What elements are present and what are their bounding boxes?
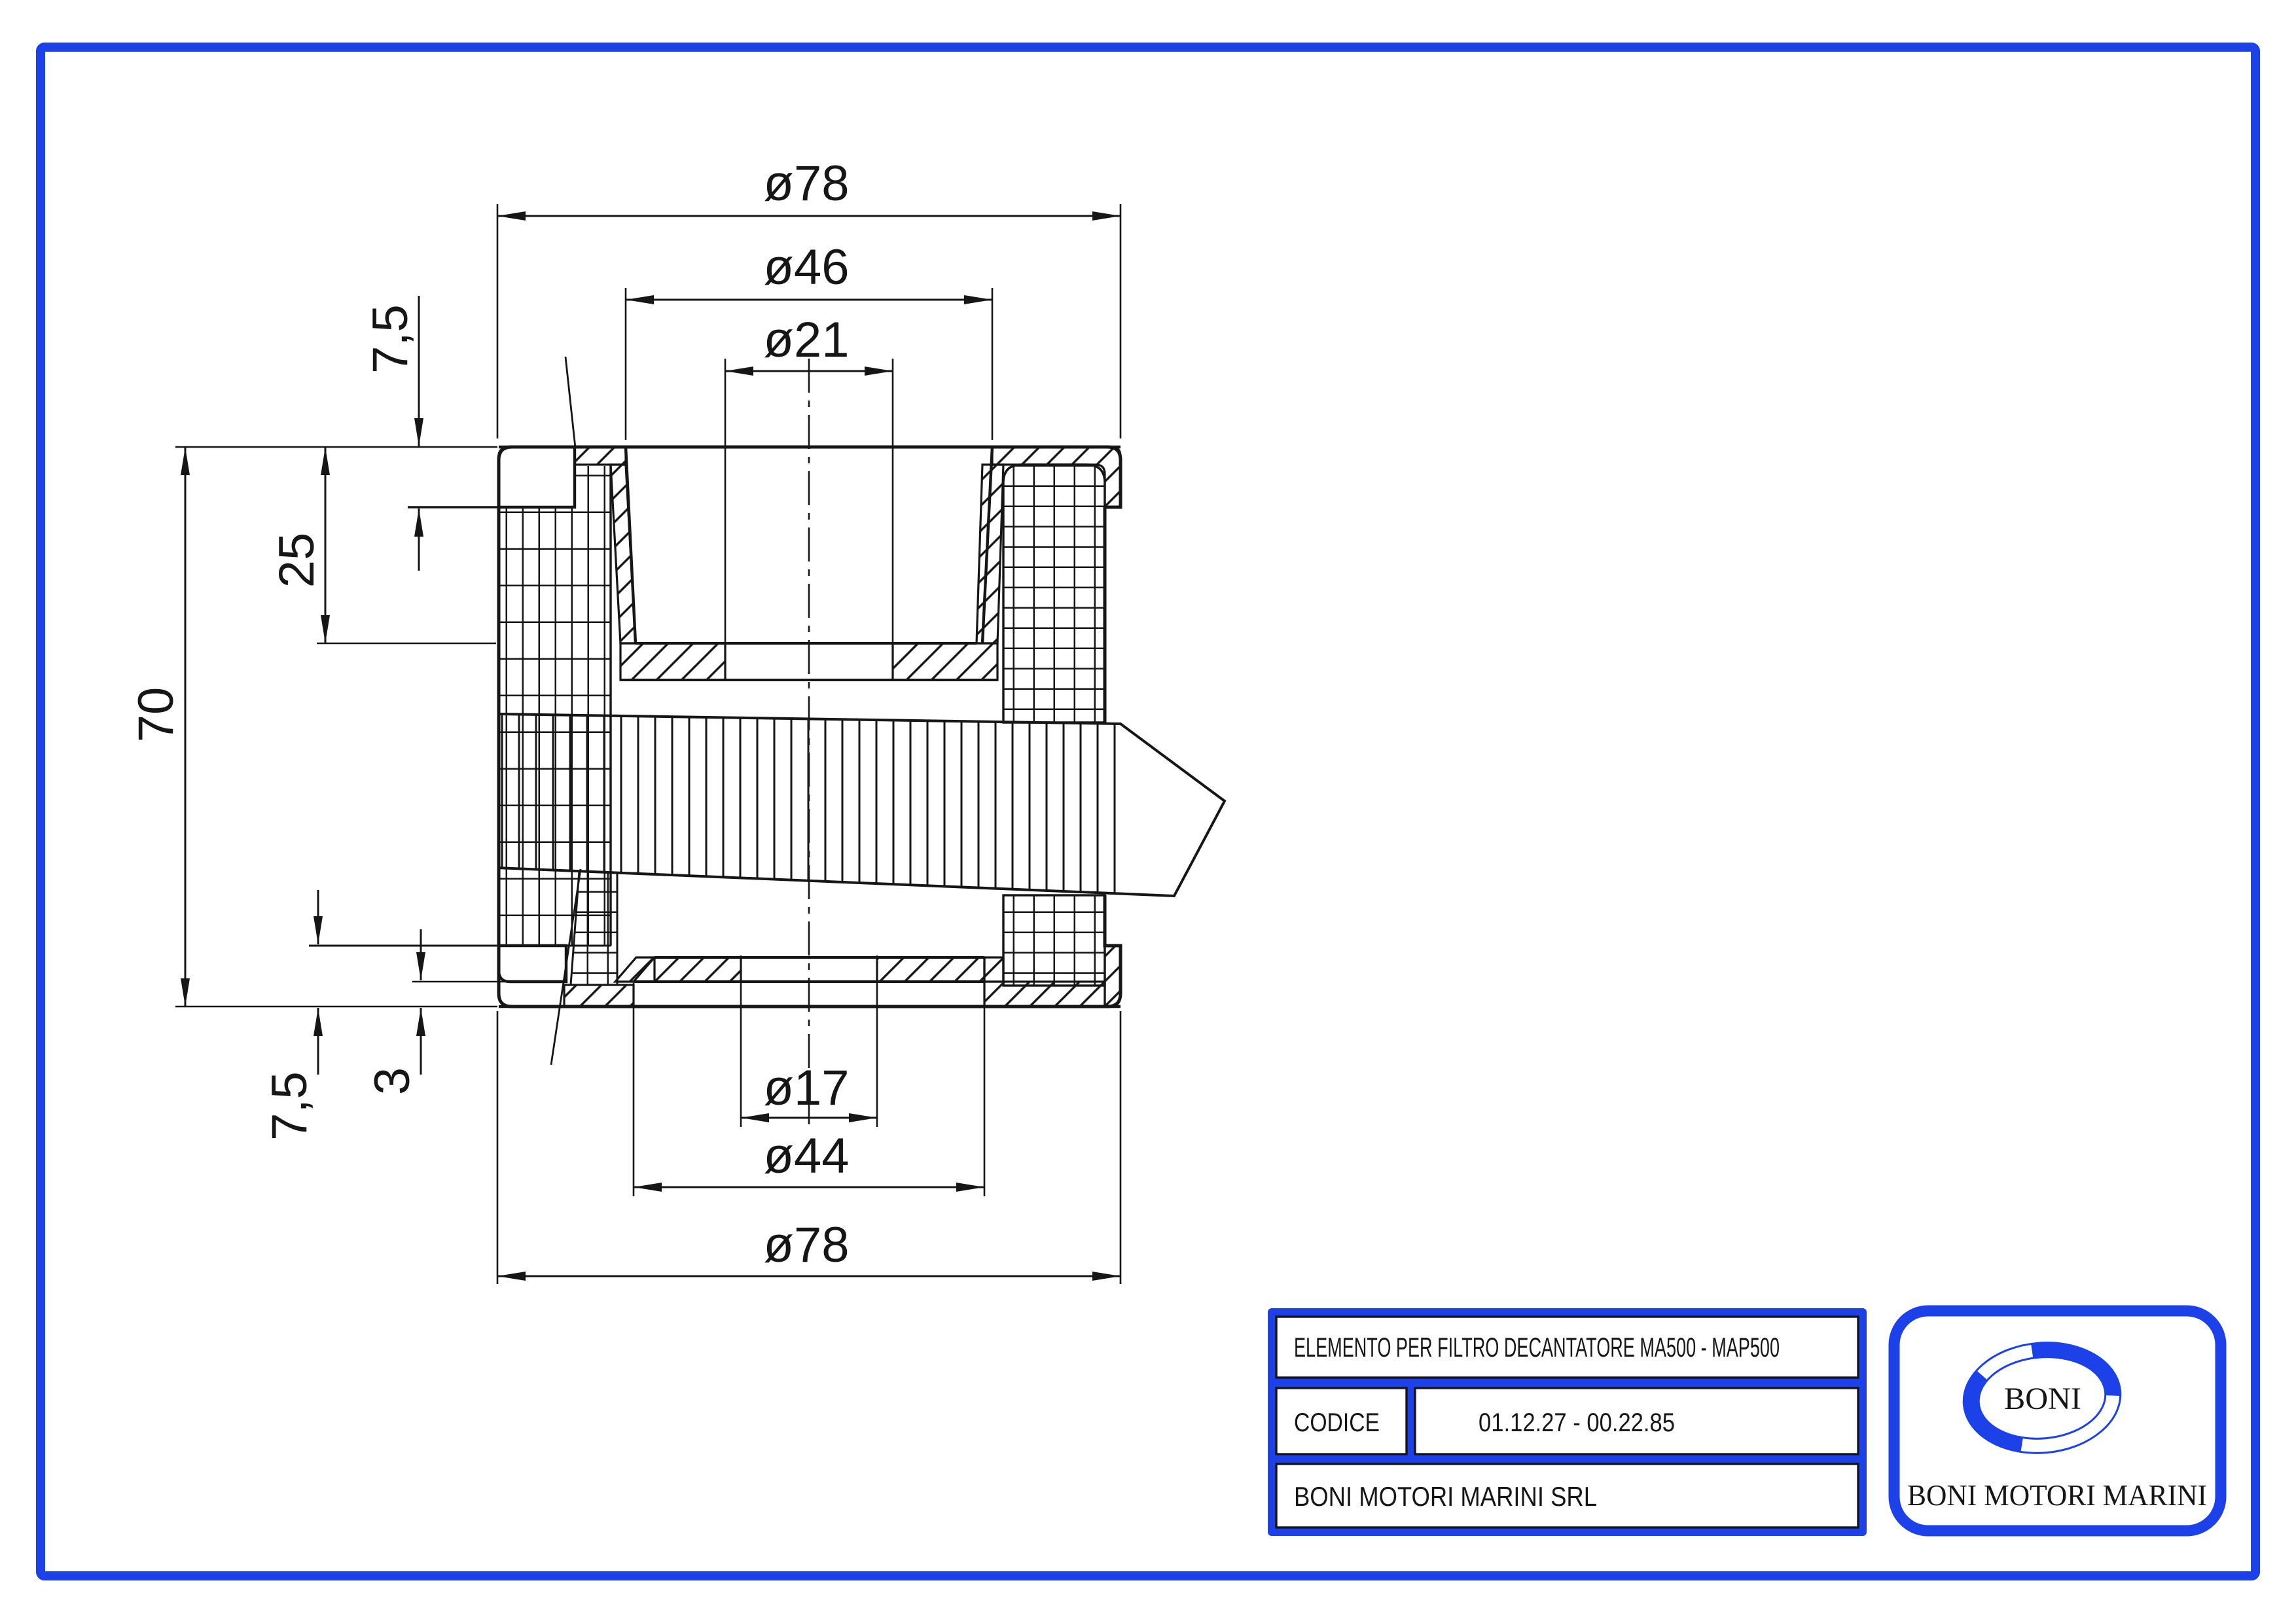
cone-outline bbox=[497, 713, 1227, 898]
body-outline bbox=[408, 445, 1122, 1008]
logo-name: BONI MOTORI MARINI bbox=[1907, 1478, 2207, 1512]
dimension-labels: ø78 ø46 ø21 7,5 25 70 3 7,5 ø17 ø44 ø78 bbox=[128, 156, 849, 1273]
dim-phi44: ø44 bbox=[764, 1128, 850, 1184]
dimensions: ø78 ø46 ø21 7,5 25 70 3 7,5 ø17 ø44 ø78 bbox=[128, 156, 1122, 1284]
drawing-title: ELEMENTO PER FILTRO DECANTATORE MA500 - … bbox=[1294, 1332, 1780, 1363]
page-border bbox=[36, 43, 2260, 1580]
title-cell bbox=[1275, 1315, 1859, 1379]
dim-phi78-top: ø78 bbox=[764, 156, 850, 211]
codice-value: 01.12.27 - 00.22.85 bbox=[1479, 1408, 1675, 1437]
company-cell bbox=[1275, 1463, 1859, 1529]
dim-7-5-top: 7,5 bbox=[363, 304, 418, 374]
dim-phi78-bottom: ø78 bbox=[764, 1217, 850, 1273]
dim-3: 3 bbox=[365, 1067, 420, 1095]
codice-value-cell bbox=[1414, 1387, 1859, 1455]
fold-line-bottom bbox=[550, 868, 582, 1065]
logo-monogram: BONI bbox=[2004, 1382, 2081, 1416]
codice-label: CODICE bbox=[1294, 1408, 1380, 1437]
dim-25: 25 bbox=[269, 533, 325, 588]
company-name: BONI MOTORI MARINI SRL bbox=[1294, 1481, 1597, 1512]
pleated-cone bbox=[497, 713, 1227, 898]
dim-phi46: ø46 bbox=[764, 240, 850, 295]
logo-box: BONI BONI MOTORI MARINI bbox=[1888, 1305, 2227, 1537]
logo-ring-icon bbox=[1962, 1342, 2122, 1454]
logo-frame bbox=[1888, 1305, 2227, 1537]
filter-element-section-view bbox=[309, 356, 1227, 1132]
bottom-end-cap bbox=[309, 944, 1122, 1008]
dim-phi21: ø21 bbox=[764, 312, 850, 368]
dim-70: 70 bbox=[128, 687, 184, 743]
extension-lines bbox=[175, 204, 1122, 1284]
codice-label-cell bbox=[1275, 1387, 1408, 1455]
title-block: ELEMENTO PER FILTRO DECANTATORE MA500 - … bbox=[1268, 1308, 1867, 1536]
fold-line-top bbox=[564, 356, 577, 448]
dim-phi17: ø17 bbox=[764, 1060, 850, 1116]
top-end-cap bbox=[497, 445, 1122, 681]
dimension-lines bbox=[181, 211, 1121, 1281]
dim-7-5-bottom: 7,5 bbox=[262, 1071, 317, 1141]
media-band-right bbox=[1002, 463, 1106, 987]
